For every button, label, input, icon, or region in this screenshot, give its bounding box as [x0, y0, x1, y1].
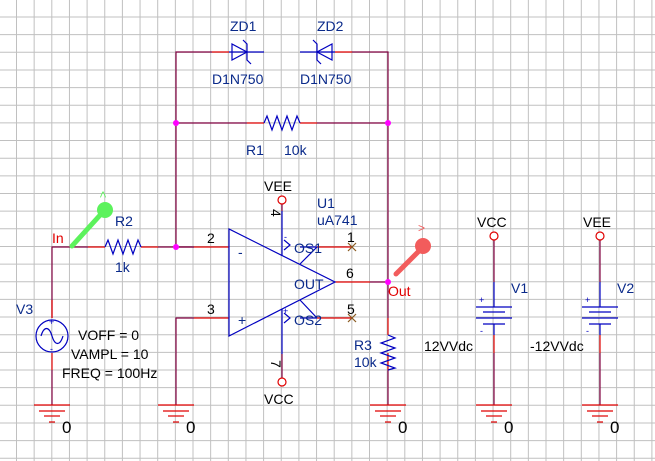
- v3-plus: +: [49, 317, 54, 327]
- r3-ref: R3: [354, 337, 372, 353]
- ground-label: 0: [398, 418, 407, 437]
- ground-label: 0: [610, 418, 619, 437]
- wire-zener-loop[interactable]: [175, 51, 212, 247]
- r2-ref: R2: [115, 213, 133, 229]
- opamp-os2: OS2: [294, 312, 322, 328]
- v3-param-vampl: VAMPL = 10: [71, 346, 149, 362]
- v3-param-freq: FREQ = 100Hz: [62, 365, 157, 381]
- voltage-probe-in[interactable]: [69, 202, 113, 249]
- wires: [51, 51, 601, 405]
- power-vee-u1: VEE: [264, 178, 292, 194]
- v1-ref: V1: [511, 280, 528, 296]
- ground-label: 0: [504, 418, 513, 437]
- ground-label: 0: [186, 418, 195, 437]
- vdc-v2[interactable]: [582, 282, 618, 335]
- zener-zd1[interactable]: [229, 39, 264, 65]
- u1-ref: U1: [317, 195, 335, 211]
- power-vcc-u1: VCC: [264, 391, 294, 407]
- v2-plus: +: [585, 295, 590, 305]
- pin-4: 4: [268, 209, 284, 217]
- pin-5: 5: [347, 301, 355, 317]
- ground-symbol[interactable]: [370, 404, 406, 423]
- zd1-value: D1N750: [212, 71, 264, 87]
- opamp-os1: OS1: [294, 240, 322, 256]
- opamp-minus: -: [238, 244, 243, 260]
- opamp-vminus-mark: -: [284, 232, 287, 242]
- v2-value: -12VVdc: [530, 338, 584, 354]
- power-vcc-v1: VCC: [477, 214, 507, 230]
- v1-minus: -: [480, 326, 483, 336]
- junction-dot: [385, 120, 391, 126]
- probe-in-marker: >: [96, 191, 110, 198]
- zd1-ref: ZD1: [230, 18, 257, 34]
- zener-zd2[interactable]: [300, 39, 335, 65]
- junctions: [173, 120, 391, 285]
- ground-symbol[interactable]: [34, 404, 70, 423]
- junction-dot: [385, 279, 391, 285]
- opamp-u1[interactable]: [228, 211, 337, 354]
- pin-2: 2: [207, 230, 215, 246]
- v2-ref: V2: [617, 280, 634, 296]
- r2-value: 1k: [115, 259, 131, 275]
- net-label-in: In: [52, 230, 64, 246]
- v3-ref: V3: [16, 301, 33, 317]
- opamp-plus: +: [238, 312, 246, 328]
- v3-param-voff: VOFF = 0: [78, 327, 139, 343]
- opamp-out: OUT: [294, 276, 324, 292]
- ground-symbol[interactable]: [476, 404, 512, 423]
- junction-dot: [173, 120, 179, 126]
- nc-marks: [347, 242, 357, 323]
- ground-symbol[interactable]: [158, 404, 194, 423]
- pin-1: 1: [347, 229, 355, 245]
- power-vee-v2: VEE: [583, 214, 611, 230]
- wire-in[interactable]: [51, 246, 88, 318]
- r1-ref: R1: [246, 142, 264, 158]
- vee-connector-v2[interactable]: [595, 231, 605, 241]
- v1-plus: +: [479, 295, 484, 305]
- resistor-r3[interactable]: [379, 334, 397, 371]
- resistor-r1[interactable]: [263, 114, 301, 132]
- pin-stubs: [51, 51, 601, 370]
- resistor-r2[interactable]: [104, 238, 142, 256]
- vee-connector-u1[interactable]: [277, 195, 287, 205]
- voltage-probe-out[interactable]: [393, 238, 431, 277]
- ground-label: 0: [62, 418, 71, 437]
- power-connectors: [277, 195, 605, 387]
- ground-symbol[interactable]: [582, 404, 618, 423]
- u1-value: uA741: [317, 212, 358, 228]
- r1-value: 10k: [284, 142, 308, 158]
- pin-7: 7: [268, 360, 284, 368]
- v1-value: 12VVdc: [424, 338, 473, 354]
- r3-value: 10k: [354, 354, 378, 370]
- net-label-out: Out: [388, 283, 411, 299]
- probe-out-marker: >: [418, 221, 425, 235]
- zd2-value: D1N750: [300, 71, 352, 87]
- wire-zener-loop-right[interactable]: [352, 51, 389, 282]
- pin-3: 3: [207, 301, 215, 317]
- vcc-connector-v1[interactable]: [489, 231, 499, 241]
- vcc-connector-u1[interactable]: [277, 377, 287, 387]
- junction-dot: [173, 244, 179, 250]
- vdc-v1[interactable]: [476, 282, 512, 335]
- v3-minus: -: [50, 344, 53, 354]
- opamp-vplus-mark: +: [283, 306, 288, 316]
- wire-pin3[interactable]: [175, 317, 194, 405]
- vsin-v3[interactable]: [35, 319, 69, 353]
- grounds: [34, 404, 618, 423]
- zd2-ref: ZD2: [317, 18, 344, 34]
- pin-6: 6: [346, 265, 354, 281]
- v2-minus: -: [586, 326, 589, 336]
